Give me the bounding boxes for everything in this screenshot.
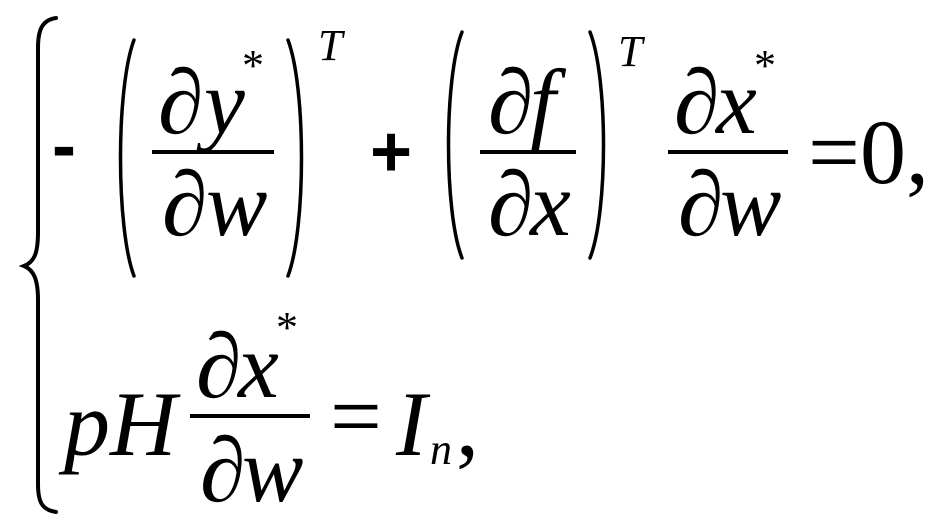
frac4-numerator-partial: ∂ [196,315,242,417]
frac4-denominator-partial: ∂ [200,419,246,521]
frac3-numerator-star: * [754,41,776,90]
frac2-bar [480,150,576,154]
frac1-bar [152,150,274,154]
left-brace [18,16,58,514]
frac2-denominator-var: x [530,153,571,255]
frac3-bar [668,150,788,154]
equals-sign-2: = [330,365,382,467]
ph-prefix: pH [64,373,177,475]
minus-sign: - [52,106,76,186]
frac4-numerator-star: * [276,303,298,352]
frac4-bar [190,414,310,418]
frac3-denominator-partial: ∂ [678,153,724,255]
left-paren-1 [118,38,136,278]
frac4-denominator-var: w [242,419,304,521]
frac2-numerator-partial: ∂ [488,51,534,153]
rhs-identity-subscript: n [430,425,452,474]
transpose-1: T [318,21,343,70]
frac2-denominator-partial: ∂ [488,153,534,255]
right-paren-2 [588,30,606,260]
frac3-numerator-partial: ∂ [674,51,720,153]
frac1-numerator-partial: ∂ [158,51,204,153]
frac4-numerator-var: x [238,315,279,417]
rhs-zero: 0, [860,101,929,203]
left-paren-2 [446,30,464,260]
rhs-comma: , [456,373,479,475]
frac1-denominator-partial: ∂ [162,153,208,255]
frac1-numerator-var: y [204,51,245,153]
equals-sign-1: = [808,101,860,203]
frac3-numerator-var: x [716,51,757,153]
frac3-denominator-var: w [720,153,782,255]
transpose-2: T [618,27,643,76]
plus-sign: + [370,112,413,192]
frac2-numerator-var: f [530,51,556,153]
right-paren-1 [286,38,304,278]
frac1-denominator-var: w [206,153,268,255]
rhs-identity: I [396,373,427,475]
frac1-numerator-star: * [242,41,264,90]
